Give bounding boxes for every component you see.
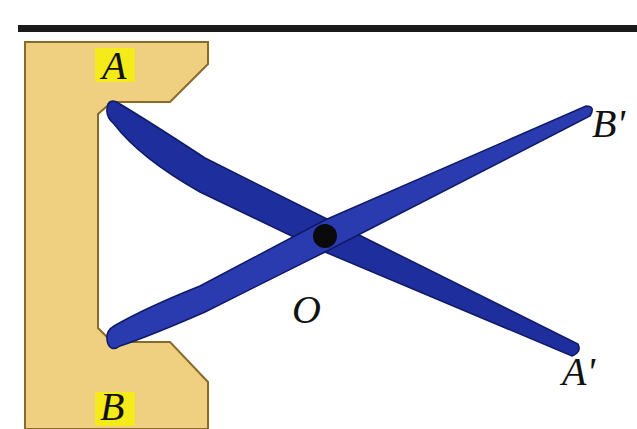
point-label: O <box>292 290 321 330</box>
workpiece <box>25 42 208 429</box>
point-label: A' <box>562 352 595 392</box>
point-label: B <box>100 387 124 427</box>
point-label: A <box>102 46 126 86</box>
caliper-arm <box>107 106 592 349</box>
top-bar <box>18 25 637 32</box>
point-label: B' <box>592 104 625 144</box>
pivot <box>313 224 337 248</box>
